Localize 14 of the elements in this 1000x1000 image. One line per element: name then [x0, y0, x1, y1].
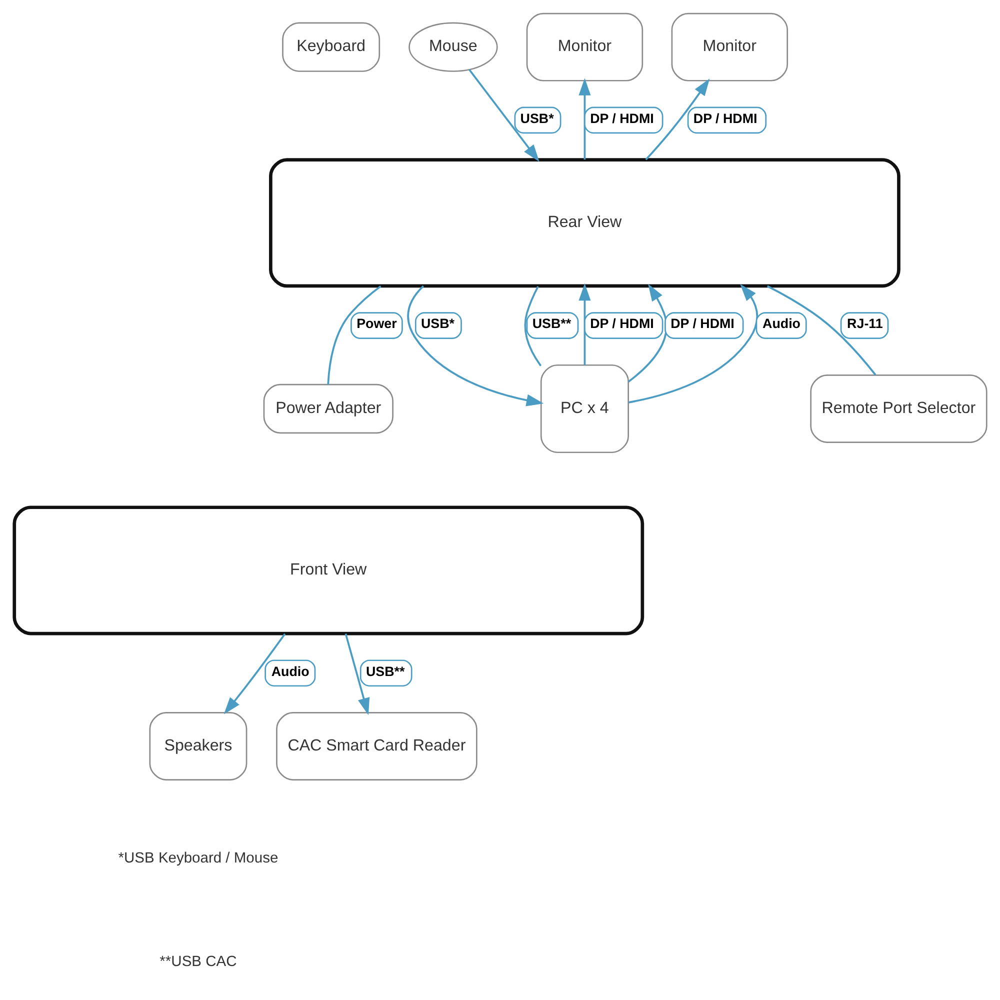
- edge-label: Audio: [762, 316, 800, 332]
- label: **USB CAC: [159, 954, 236, 970]
- edge-label: DP / HDMI: [590, 110, 654, 126]
- edge-label: DP / HDMI: [590, 316, 654, 332]
- label: *USB Keyboard / Mouse: [118, 850, 278, 867]
- edge-label: Power: [356, 316, 396, 332]
- edge-label: USB*: [520, 110, 554, 126]
- edge-label: Audio: [270, 664, 309, 679]
- edge-label: USB**: [532, 316, 571, 332]
- edge-label: USB**: [365, 664, 404, 679]
- edge-label: DP / HDMI: [670, 316, 734, 332]
- edge-label: RJ-11: [846, 316, 882, 332]
- edge-label: DP / HDMI: [692, 110, 757, 126]
- edge-label: USB*: [420, 316, 454, 332]
